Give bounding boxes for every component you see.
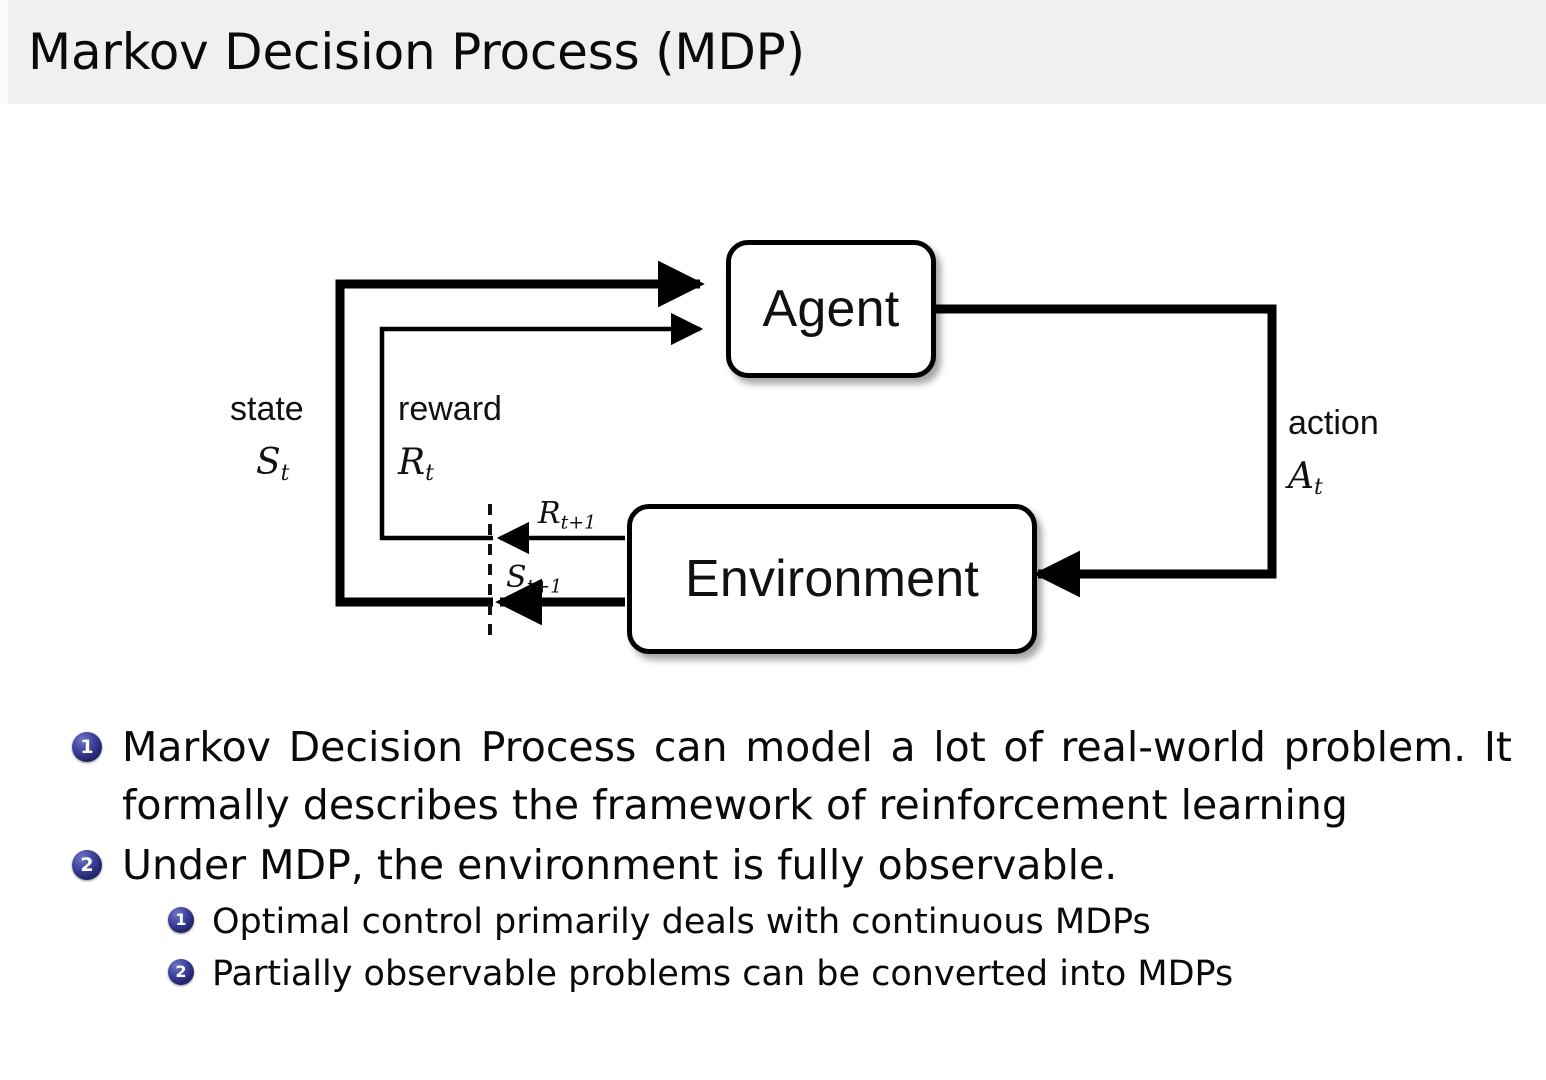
state-feedback-path <box>335 260 705 607</box>
agent-node-label: Agent <box>762 280 900 338</box>
diagram-connectors <box>335 260 1277 640</box>
bullet-number-badge: 2 <box>72 850 102 880</box>
next-reward-symbol: Rt+1 <box>538 496 596 533</box>
action-symbol-subscript: t <box>1314 475 1323 501</box>
sub-list-item: 2 Partially observable problems can be c… <box>168 948 1546 1000</box>
next-reward-subscript: t+1 <box>560 511 597 534</box>
sub-list-item-text: Optimal control primarily deals with con… <box>212 902 1151 942</box>
agent-node: Agent <box>726 240 936 378</box>
list-item-text: Under MDP, the environment is fully obse… <box>122 841 1118 889</box>
state-symbol-subscript: t <box>280 461 290 487</box>
slide-header: Markov Decision Process (MDP) <box>0 0 1546 104</box>
page-title: Markov Decision Process (MDP) <box>28 23 805 81</box>
action-label: action <box>1288 404 1379 442</box>
next-reward-base: R <box>538 496 561 531</box>
reward-symbol-subscript: t <box>425 461 434 487</box>
environment-node: Environment <box>627 504 1037 654</box>
next-state-symbol: St+1 <box>506 560 562 597</box>
sub-list-item: 1 Optimal control primarily deals with c… <box>168 896 1546 948</box>
list-item: 1 Markov Decision Process can model a lo… <box>72 718 1546 834</box>
sub-list-item-text: Partially observable problems can be con… <box>212 954 1234 994</box>
reward-symbol: Rt <box>398 442 434 486</box>
sub-bullet-number-badge: 2 <box>168 959 194 985</box>
mdp-loop-diagram: Agent Environment state St reward Rt act… <box>0 104 1546 704</box>
reward-feedback-path <box>379 312 704 541</box>
state-symbol-base: S <box>256 442 281 483</box>
state-label: state <box>230 390 304 428</box>
bullet-number-badge: 1 <box>72 732 102 762</box>
header-left-accent-strip <box>0 0 8 104</box>
state-symbol: St <box>256 442 290 486</box>
list-item: 2 Under MDP, the environment is fully ob… <box>72 836 1546 894</box>
sub-bullet-number-badge: 1 <box>168 907 194 933</box>
environment-node-label: Environment <box>684 550 980 608</box>
list-item-text: Markov Decision Process can model a lot … <box>122 723 1512 829</box>
bullet-list: 1 Markov Decision Process can model a lo… <box>0 718 1546 1000</box>
action-symbol: At <box>1288 456 1323 500</box>
next-state-base: S <box>506 560 527 595</box>
action-path <box>932 304 1277 598</box>
reward-symbol-base: R <box>398 442 426 483</box>
reward-label: reward <box>398 390 502 428</box>
action-symbol-base: A <box>1288 456 1314 497</box>
next-state-subscript: t+1 <box>526 575 563 598</box>
